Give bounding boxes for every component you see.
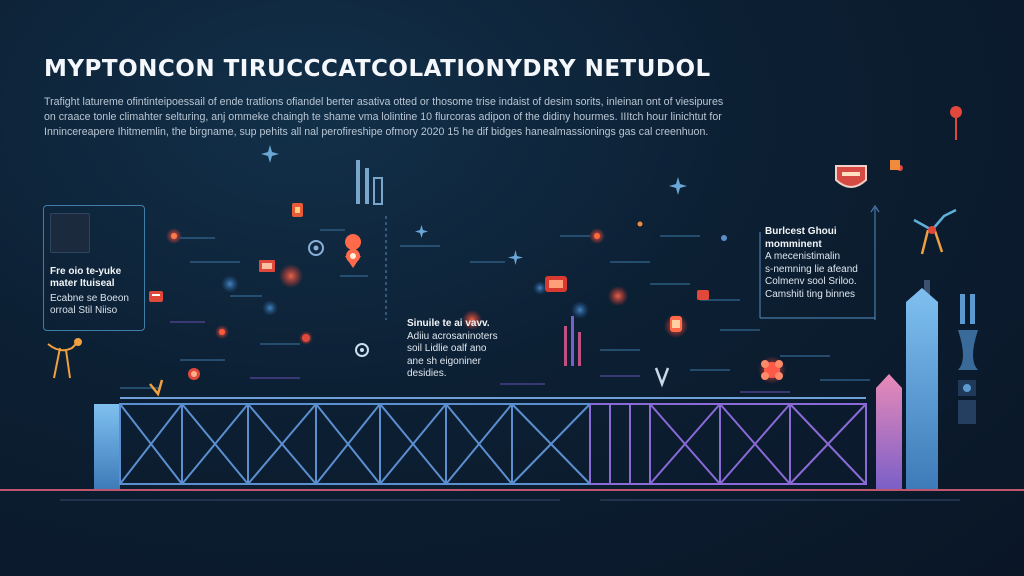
intro-line: Trafight latureme ofintinteipoessail of … xyxy=(44,96,724,108)
right-towers xyxy=(876,288,978,490)
center-callout-line: Adiiu acrosaninoters xyxy=(407,330,498,342)
bird-icon xyxy=(47,338,82,379)
lantern-icon xyxy=(292,203,303,217)
right-callout: Burlcest Ghoui momminent A mecenistimali… xyxy=(765,226,858,301)
truss-bridge xyxy=(119,397,867,485)
right-callout-line: Colmenv sool Sriloo. xyxy=(765,276,857,287)
background-dashes-purple xyxy=(170,321,790,393)
ground-line xyxy=(0,489,1024,501)
monitor-icon xyxy=(259,260,275,272)
shield-icon xyxy=(835,160,900,188)
center-callout-title: Sinuile te ai vavv. xyxy=(407,318,490,329)
intro-line: on craace tonle climahter selturing, anj… xyxy=(44,111,722,123)
left-panel-body-line: orroal Stil Niiso xyxy=(50,305,118,316)
location-pin-icon xyxy=(345,106,962,268)
right-callout-title-line: momminent xyxy=(765,238,822,250)
star-sparkle-icon xyxy=(261,145,687,265)
center-callout-line: desidies. xyxy=(407,368,447,379)
lamp-icon xyxy=(670,316,682,332)
right-callout-line: A mecenistimalin xyxy=(765,251,841,262)
crane-bird-icon xyxy=(913,208,957,255)
bolt-icon xyxy=(149,367,670,397)
left-tower xyxy=(94,404,120,490)
left-info-panel: Fre oio te-yuke mater Ituiseal Ecabne se… xyxy=(43,205,145,331)
left-panel-heading-line: Fre oio te-yuke xyxy=(50,266,122,277)
intro-line: Innincereapere Ihitmemlin, the birgname,… xyxy=(44,126,709,138)
center-callout-line: soil Lidlie oalf ano xyxy=(407,343,487,354)
right-callout-line: Camshiti ting binnes xyxy=(765,288,856,300)
left-panel-body: Ecabne se Boeon orroal Stil Niiso xyxy=(50,293,129,317)
center-callout-line: ane sh eigoniner xyxy=(407,355,481,367)
right-callout-line: s-nemning lie afeand xyxy=(765,263,858,275)
right-callout-title-line: Burlcest Ghoui xyxy=(765,226,837,237)
chip-icon-frame xyxy=(50,213,90,253)
intro-paragraph: Trafight latureme ofintinteipoessail of … xyxy=(44,95,814,140)
vertical-guide-lines xyxy=(385,204,880,320)
background-dashes xyxy=(120,229,870,389)
left-panel-body-line: Ecabne se Boeon xyxy=(50,293,129,304)
page-title: MYPTONCON TIRUCCCATCOLATIONYDRY NETUDOL xyxy=(44,56,711,82)
left-panel-heading-line: mater Ituiseal xyxy=(50,278,115,289)
chat-bubble-icon xyxy=(149,276,709,302)
gear-icon xyxy=(308,240,369,357)
center-callout: Sinuile te ai vavv. Adiiu acrosaninoters… xyxy=(407,318,498,381)
flower-icon xyxy=(761,360,783,380)
left-panel-heading: Fre oio te-yuke mater Ituiseal xyxy=(50,266,121,290)
